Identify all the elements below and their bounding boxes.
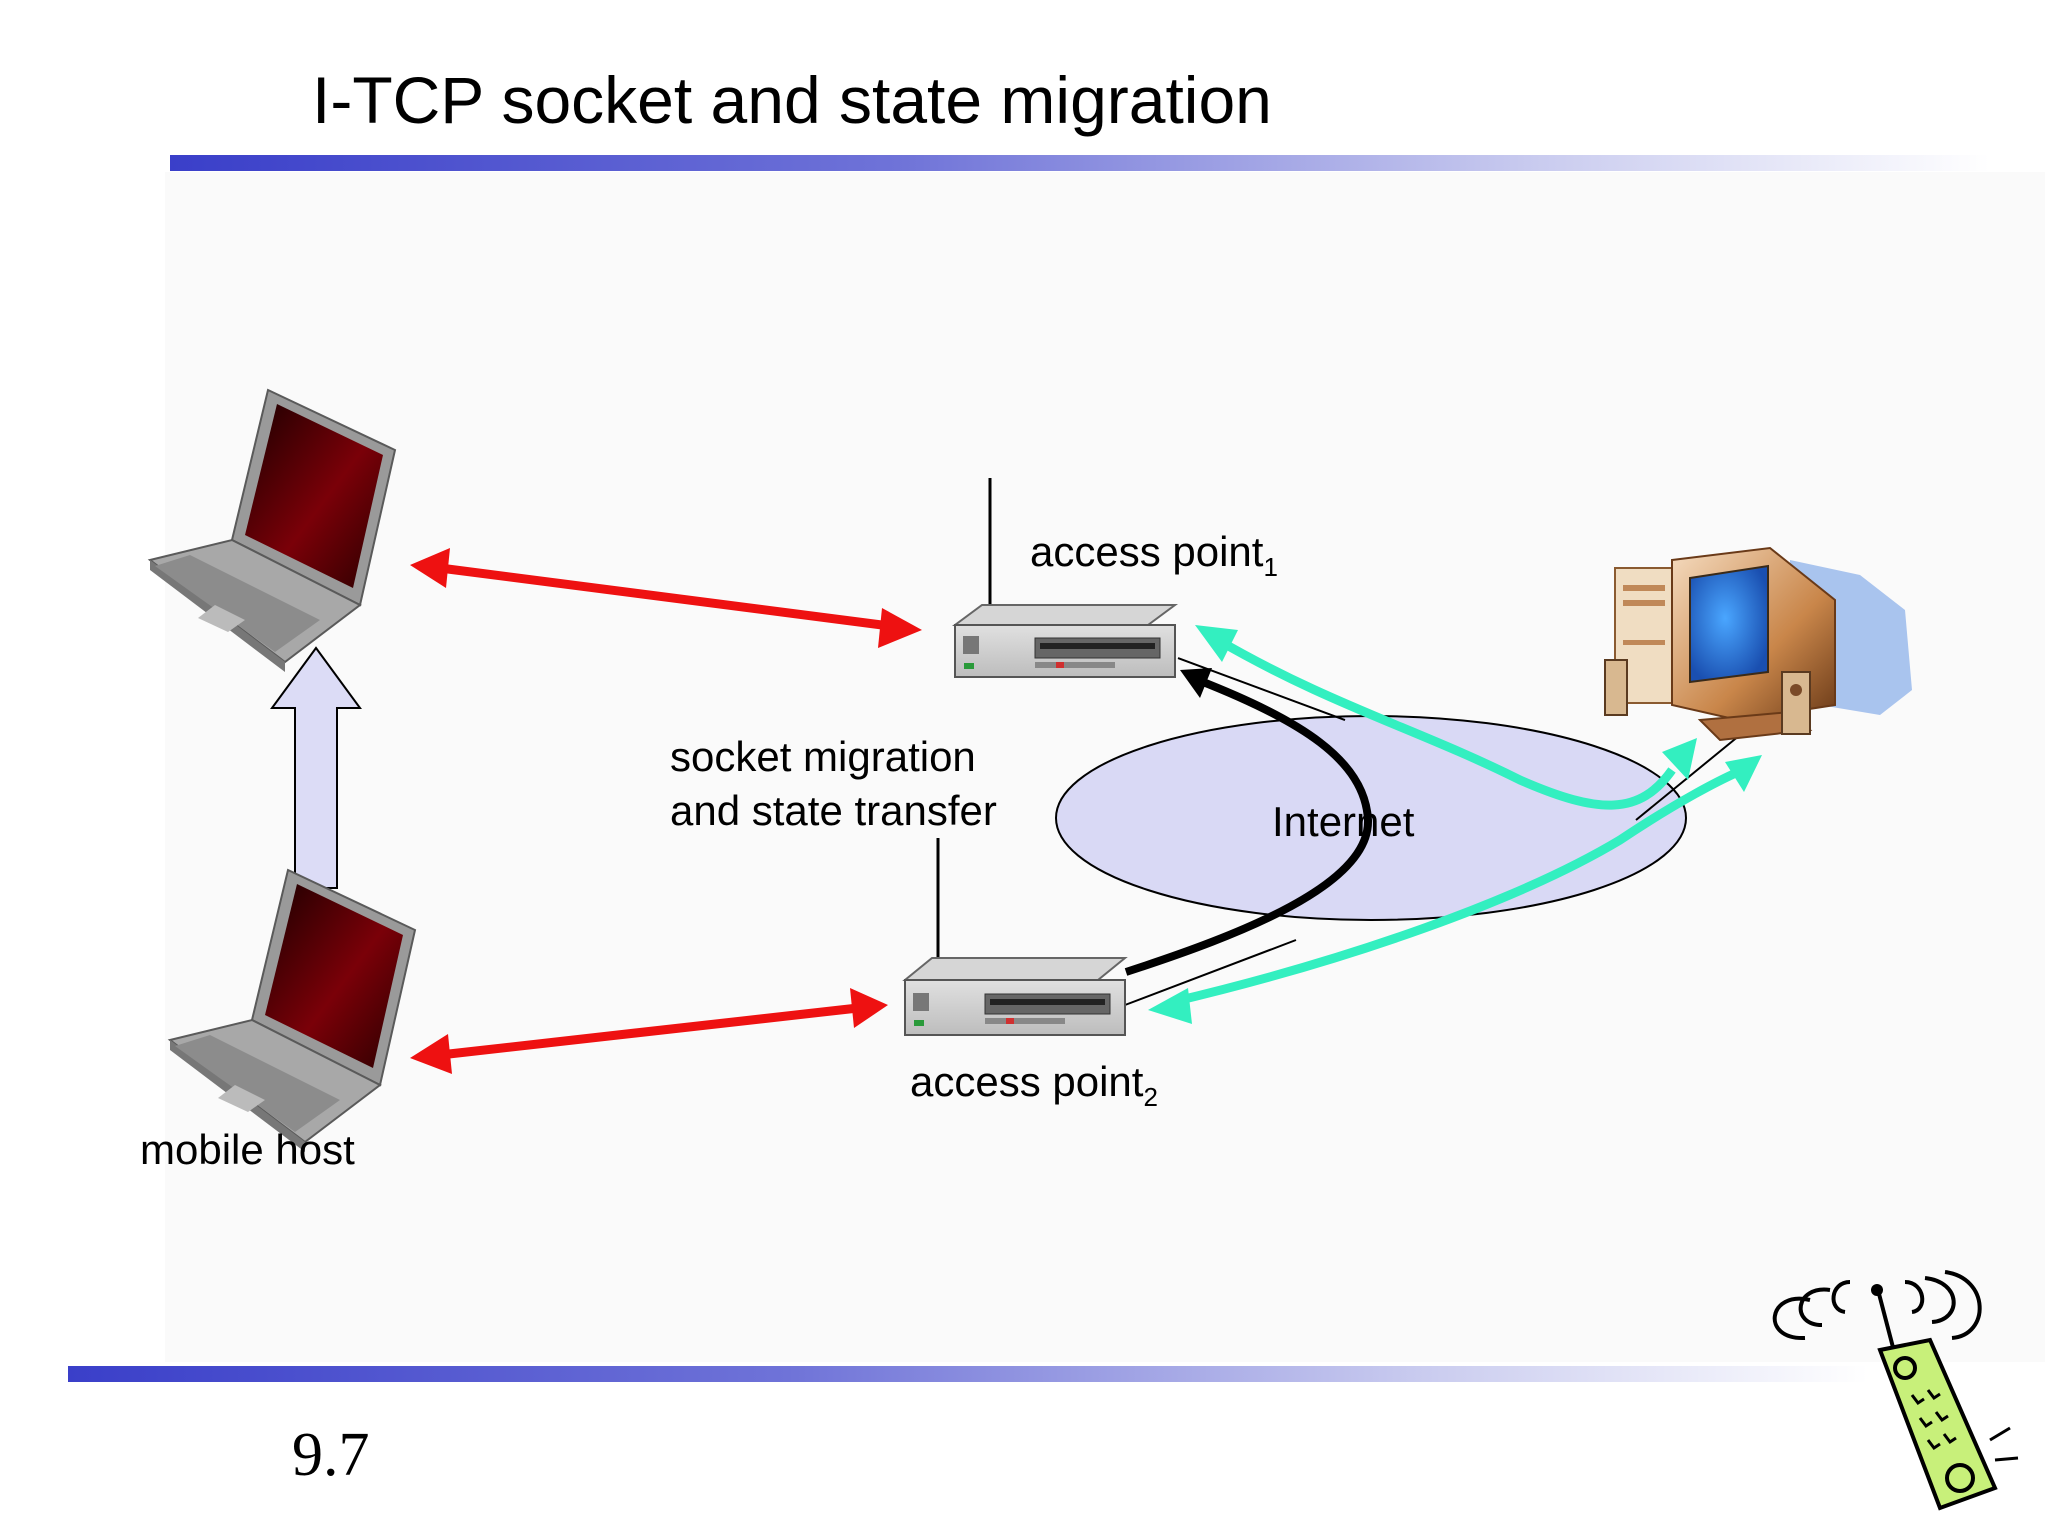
access-point-2-text: access point (910, 1058, 1144, 1105)
wireless-link-ap2 (410, 988, 888, 1074)
handover-arrow (270, 646, 362, 889)
internet-label: Internet (1272, 798, 1415, 845)
migration-label: socket migration and state transfer (670, 730, 997, 838)
tcp-connection-ap2 (1170, 767, 1740, 1007)
slide-number: 9.7 (292, 1421, 370, 1489)
tcp-connection-ap1 (1215, 636, 1676, 810)
access-point-2-subscript: 2 (1143, 1082, 1158, 1112)
laptop-icon (147, 388, 397, 672)
access-point-1-label: access point1 (1030, 525, 1278, 584)
router-icon (902, 838, 1128, 1036)
access-point-2-label: access point2 (910, 1055, 1158, 1114)
page-title: I-TCP socket and state migration (312, 63, 1272, 137)
migration-label-line2: and state transfer (670, 786, 997, 834)
tcp-arrowhead (1148, 988, 1192, 1024)
tcp-arrowhead (1662, 738, 1697, 780)
wireless-link-ap1 (410, 548, 922, 648)
access-point-1-text: access point (1030, 528, 1264, 575)
router-icon (951, 478, 1179, 678)
mobile-host-label: mobile host (140, 1126, 355, 1173)
cell-phone-icon (1772, 1270, 2019, 1511)
title-underline (170, 155, 1990, 171)
access-point-1-subscript: 1 (1263, 552, 1278, 582)
migration-label-line1: socket migration (670, 733, 976, 780)
socket-migration-arrow (1124, 668, 1373, 976)
laptop-icon (167, 868, 417, 1152)
tcp-arrowhead (1725, 755, 1762, 792)
footer-rule (68, 1366, 1868, 1382)
desktop-computer-icon (1604, 546, 1912, 742)
tcp-arrowhead (1195, 625, 1238, 662)
